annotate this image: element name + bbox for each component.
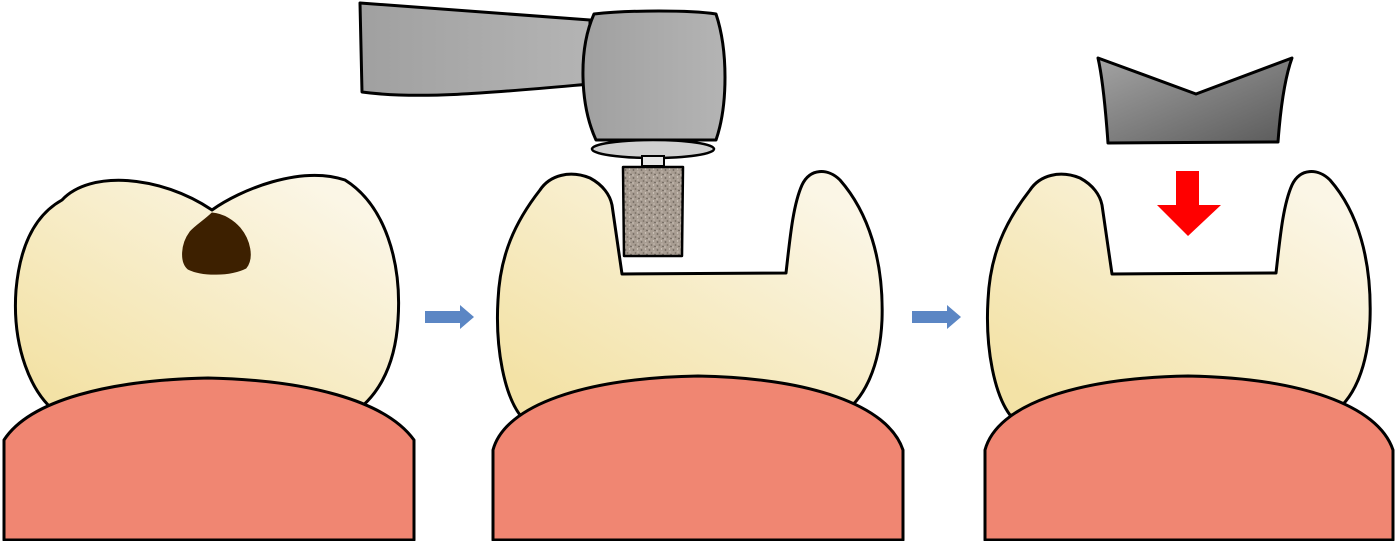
stage-drilled-tooth bbox=[358, 1, 905, 541]
stage-decayed-tooth bbox=[2, 173, 416, 541]
step-arrow-icon bbox=[425, 305, 474, 329]
tooth-crown-prepared bbox=[986, 170, 1372, 417]
inlay-icon bbox=[1096, 56, 1294, 145]
decay-cavity bbox=[182, 212, 251, 275]
gum bbox=[983, 374, 1395, 541]
drill-bur-icon bbox=[621, 155, 685, 258]
step-arrow-icon bbox=[912, 305, 961, 329]
stage-filled-tooth bbox=[983, 56, 1395, 541]
gum bbox=[2, 376, 416, 541]
insert-arrow-icon bbox=[1157, 171, 1221, 236]
gum bbox=[491, 374, 905, 541]
tooth-crown-prepared bbox=[496, 170, 884, 417]
tooth-crown bbox=[13, 173, 401, 417]
dental-handpiece-icon bbox=[358, 1, 727, 160]
